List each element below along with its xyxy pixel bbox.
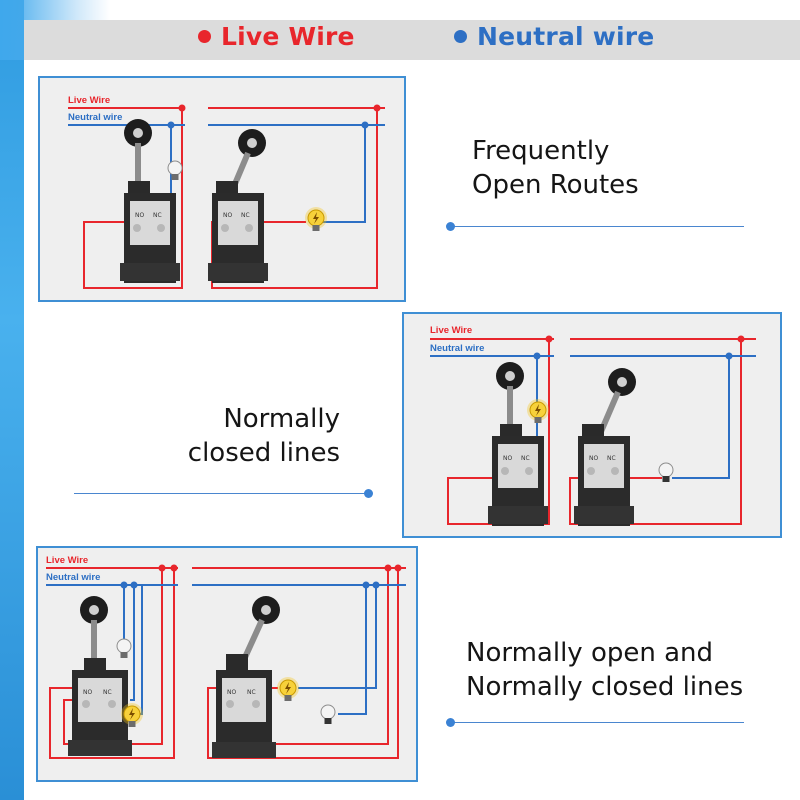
caption-open-and-closed: Normally open and Normally closed lines (466, 638, 744, 702)
panel-live-label: Live Wire (430, 325, 472, 336)
live-dot-icon (198, 30, 211, 43)
diagram-panel-frequently-open: Live Wire Neutral wire NO NC (38, 76, 406, 302)
light-bulb-off-icon (116, 638, 132, 658)
svg-text:NO: NO (589, 455, 598, 462)
svg-text:NO: NO (223, 212, 232, 219)
light-bulb-on-icon (277, 677, 299, 701)
svg-text:NC: NC (153, 212, 162, 219)
neutral-wire-lines (46, 584, 406, 715)
divider-rule-3 (452, 722, 744, 723)
caption-frequently-open: Frequently Open Routes (472, 136, 639, 200)
svg-text:NC: NC (241, 212, 250, 219)
divider-dot-3 (446, 718, 455, 727)
limit-switch-icon: NO NC (120, 119, 180, 283)
legend-neutral-wire: Neutral wire (454, 22, 654, 51)
limit-switch-icon: NO NC (574, 368, 636, 526)
panel-live-label: Live Wire (46, 555, 88, 566)
divider-rule-2 (74, 493, 366, 494)
panel-neutral-label: Neutral wire (46, 572, 100, 583)
junction-dots (167, 104, 381, 129)
diagram-panel-open-and-closed: Live Wire Neutral wire (36, 546, 418, 782)
junction-dots (533, 335, 745, 360)
panel-neutral-label: Neutral wire (68, 112, 122, 123)
limit-switch-icon: NO NC (212, 596, 280, 758)
light-bulb-on-icon (527, 399, 549, 423)
svg-text:NC: NC (521, 455, 530, 462)
wiring-diagram-2: Live Wire Neutral wire NO NC (430, 325, 756, 526)
limit-switch-icon: NO NC (488, 362, 548, 526)
divider-rule-1 (452, 226, 744, 227)
light-bulb-on-icon (305, 207, 327, 231)
light-bulb-on-icon (121, 703, 143, 727)
legend-live-wire: Live Wire (198, 22, 355, 51)
svg-text:NO: NO (227, 689, 236, 696)
light-bulb-off-icon (167, 160, 183, 180)
panel-neutral-label: Neutral wire (430, 343, 484, 354)
svg-text:NC: NC (103, 689, 112, 696)
live-wire-lines (46, 567, 406, 759)
wiring-diagram-1: Live Wire Neutral wire NO NC (68, 95, 385, 289)
junction-dots (120, 564, 402, 589)
svg-text:NC: NC (607, 455, 616, 462)
legend-live-label: Live Wire (221, 22, 355, 51)
light-bulb-off-icon (320, 704, 336, 724)
light-bulb-off-icon (658, 462, 674, 482)
svg-text:NO: NO (503, 455, 512, 462)
neutral-dot-icon (454, 30, 467, 43)
legend-header-bar (24, 20, 800, 60)
left-accent-band (0, 0, 24, 800)
caption-normally-closed: Normally closed lines (187, 404, 340, 468)
divider-dot-2 (364, 489, 373, 498)
limit-switch-icon: NO NC (208, 129, 268, 283)
divider-dot-1 (446, 222, 455, 231)
wiring-diagram-3: Live Wire Neutral wire (46, 555, 406, 759)
diagram-panel-normally-closed: Live Wire Neutral wire NO NC (402, 312, 782, 538)
legend-neutral-label: Neutral wire (477, 22, 655, 51)
live-wire-lines (430, 338, 756, 525)
svg-text:NO: NO (135, 212, 144, 219)
svg-text:NC: NC (247, 689, 256, 696)
svg-text:NO: NO (83, 689, 92, 696)
panel-live-label: Live Wire (68, 95, 110, 106)
limit-switch-icon: NO NC (68, 596, 132, 756)
